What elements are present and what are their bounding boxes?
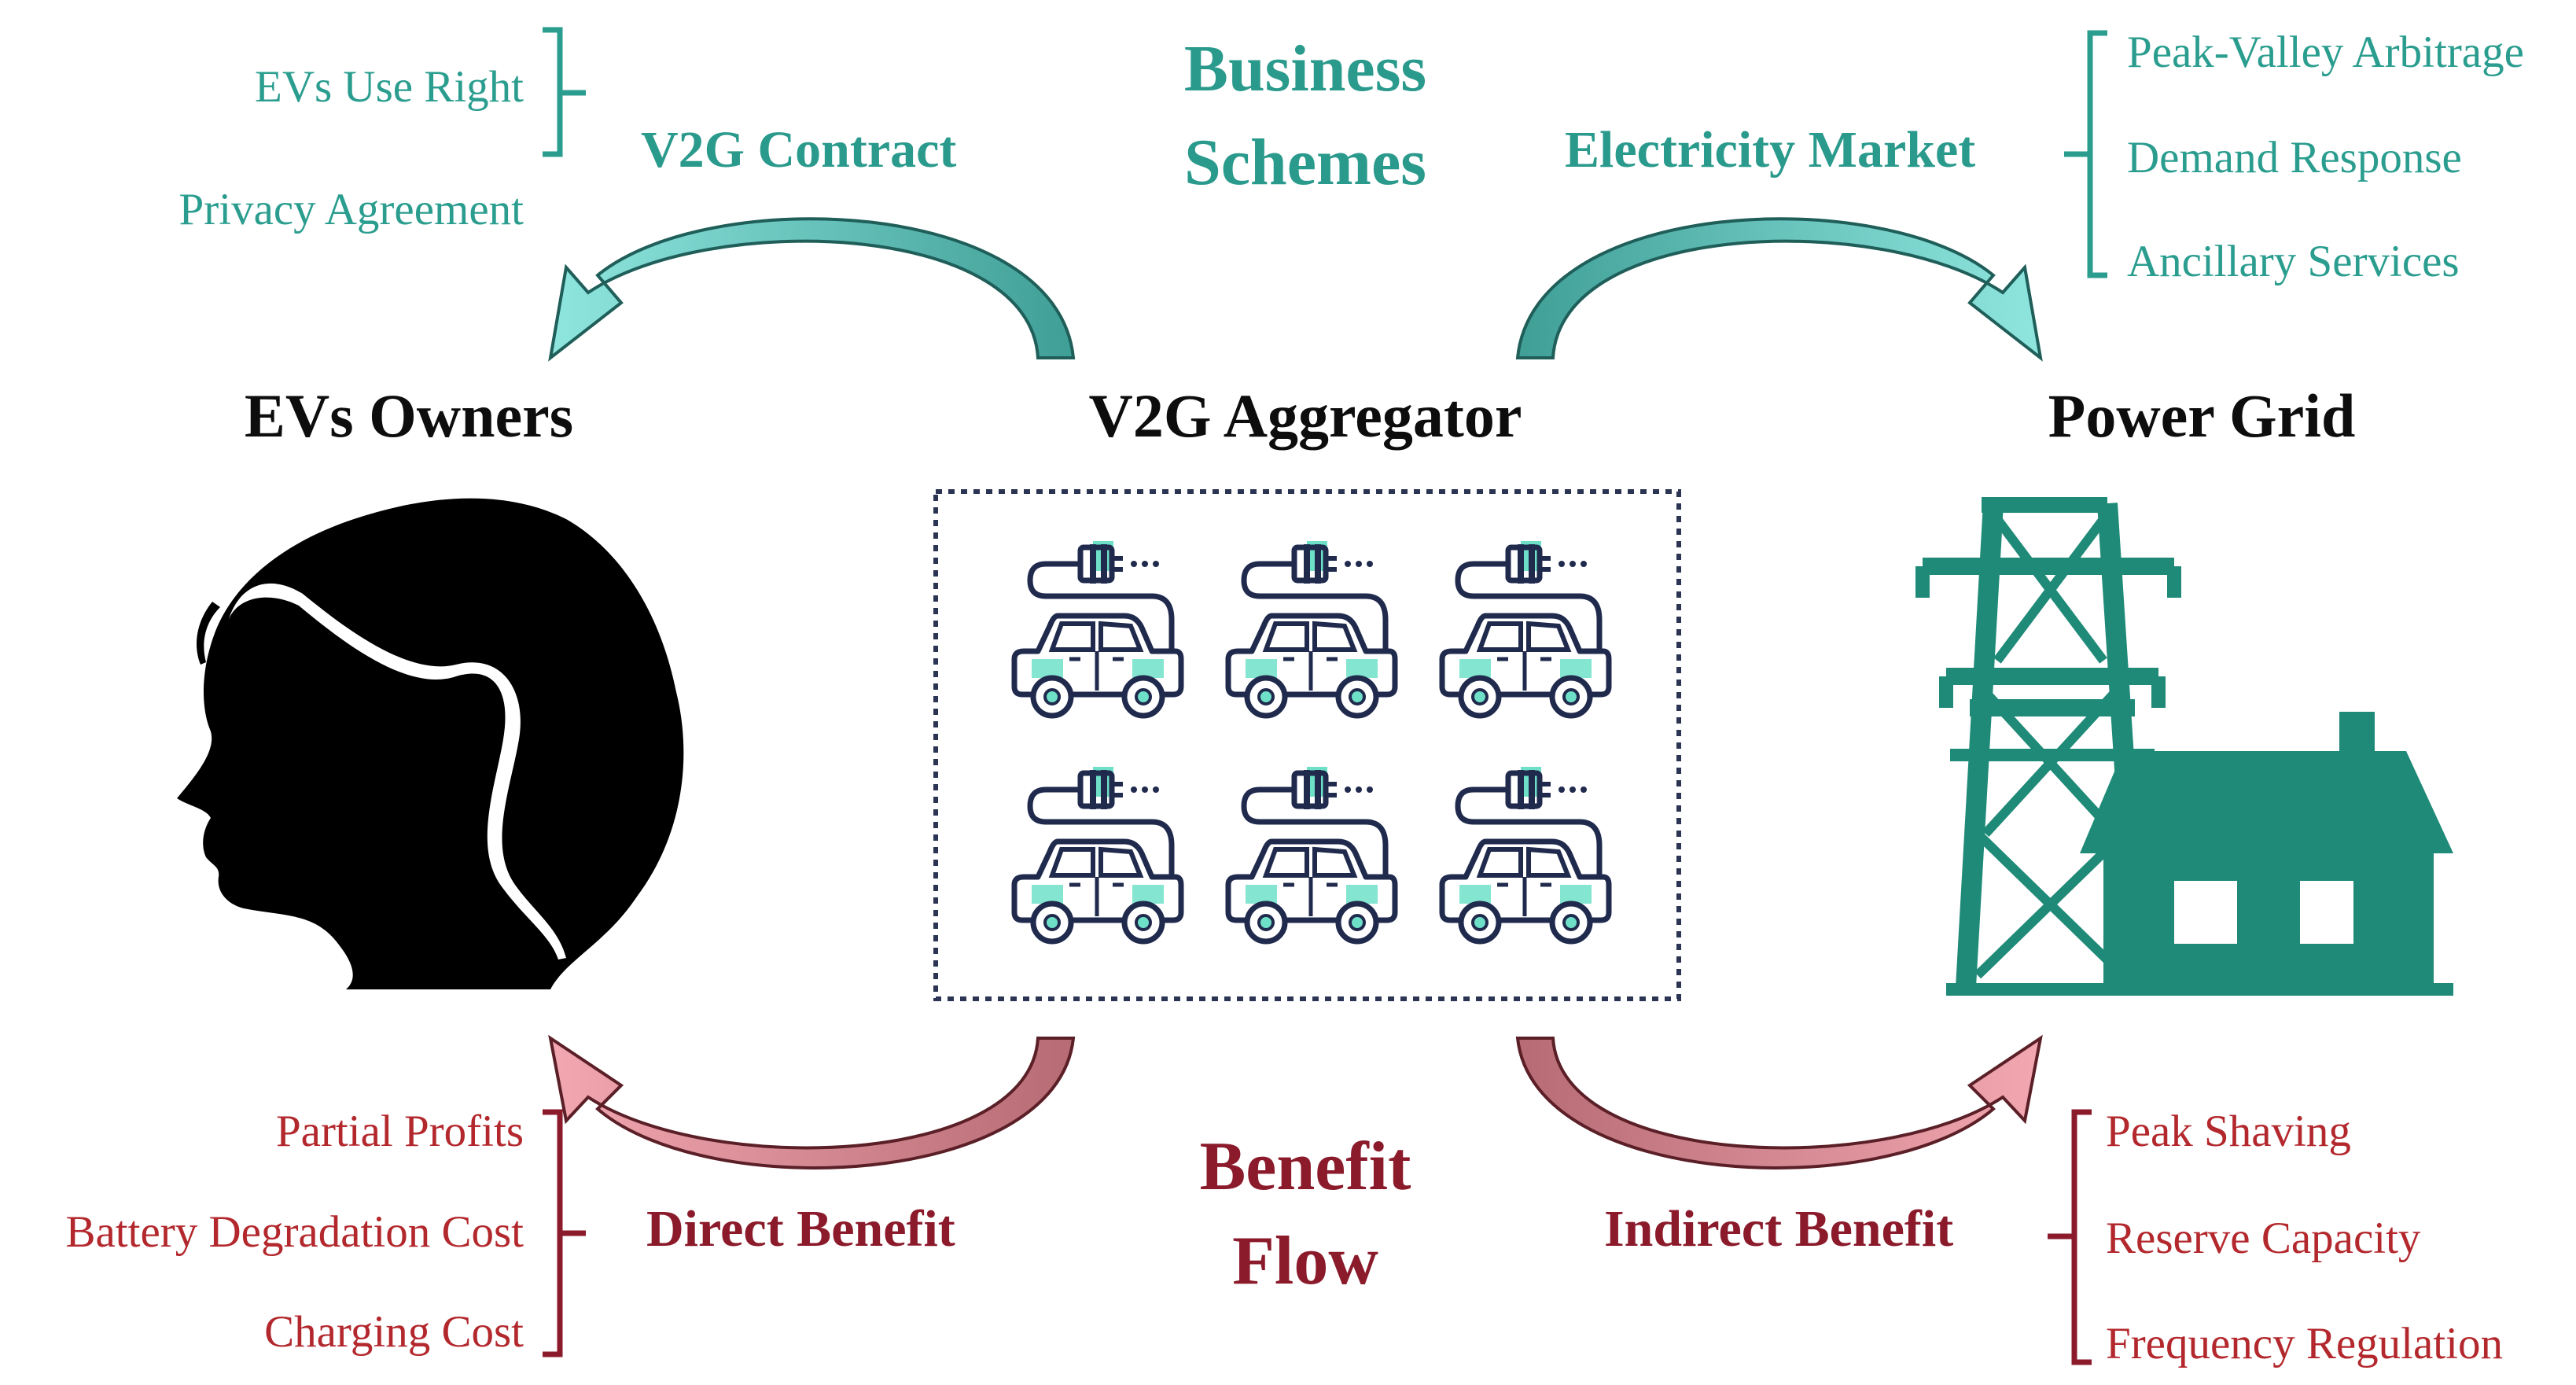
benefit-title-line2: Flow xyxy=(1232,1223,1378,1299)
ev-charging-car-icon xyxy=(1014,541,1609,941)
direct-item-0: Partial Profits xyxy=(275,1107,524,1156)
direct-benefit-label: Direct Benefit xyxy=(646,1200,955,1258)
actor-v2g-aggregator: V2G Aggregator xyxy=(1088,381,1522,450)
actor-power-grid: Power Grid xyxy=(2048,381,2356,450)
arrow-indirect xyxy=(1515,1034,2043,1170)
aggregator-box xyxy=(933,489,1681,1001)
person-head-silhouette-icon xyxy=(177,498,684,989)
business-title-line1: Business xyxy=(1183,32,1427,105)
bracket-left-top xyxy=(543,27,586,157)
bracket-right-top xyxy=(2064,30,2107,278)
arrow-market xyxy=(1515,217,2043,362)
direct-item-2: Charging Cost xyxy=(264,1307,524,1357)
contract-item-1: Privacy Agreement xyxy=(178,185,524,234)
bracket-left-bottom xyxy=(543,1109,586,1357)
market-item-2: Ancillary Services xyxy=(2127,237,2460,286)
arrow-direct xyxy=(548,1034,1076,1170)
actor-evs-owners: EVs Owners xyxy=(244,381,574,450)
market-item-0: Peak-Valley Arbitrage xyxy=(2127,28,2524,77)
contract-item-0: EVs Use Right xyxy=(255,62,524,112)
direct-item-1: Battery Degradation Cost xyxy=(65,1207,524,1257)
benefit-title-line1: Benefit xyxy=(1199,1129,1411,1205)
indirect-item-2: Frequency Regulation xyxy=(2106,1319,2503,1368)
electricity-market-label: Electricity Market xyxy=(1565,121,1976,179)
bracket-right-bottom xyxy=(2048,1109,2092,1365)
v2g-contract-label: V2G Contract xyxy=(641,121,957,179)
indirect-item-1: Reserve Capacity xyxy=(2106,1214,2421,1263)
market-item-1: Demand Response xyxy=(2127,133,2462,182)
indirect-benefit-label: Indirect Benefit xyxy=(1604,1200,1954,1258)
arrow-contract xyxy=(548,217,1076,362)
indirect-item-0: Peak Shaving xyxy=(2106,1107,2351,1156)
power-tower-house-icon xyxy=(1915,497,2453,996)
business-title-line2: Schemes xyxy=(1184,126,1426,199)
